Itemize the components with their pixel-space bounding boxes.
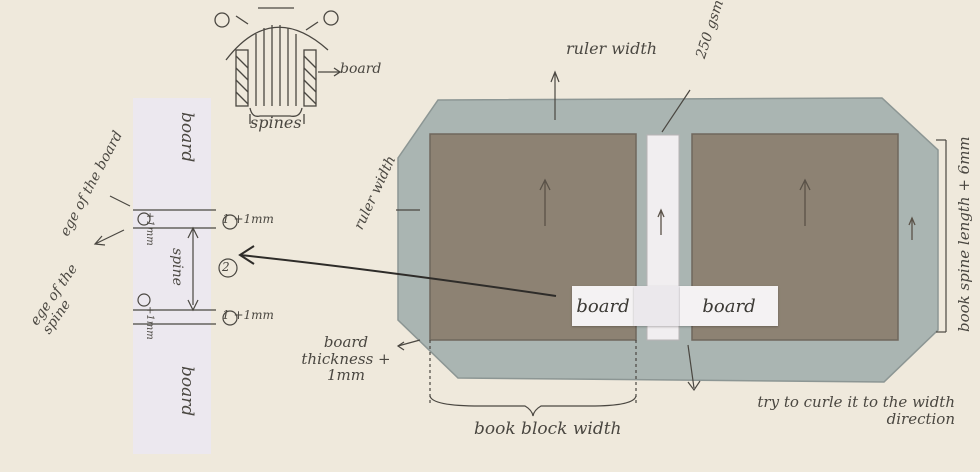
strip-plus1mm-bottom: +1mm [144,306,155,340]
board-label-sketch: board [340,61,382,77]
spines-label: spines [250,113,302,132]
book-block-width-label: book block width [474,419,622,439]
strip-mark-bottom: 1 +1mm [222,308,274,322]
pointer-arrow [238,245,557,297]
strip-marks [93,195,238,326]
book-spine-length-label: book spine length + 6mm [955,136,973,332]
board-card-right: board [680,286,778,326]
board-thickness-label: board thickness + 1mm [301,333,391,384]
board-card-left: board [572,286,634,326]
grain-arrows [539,178,916,240]
strip-mark-top: 1 +1mm [222,212,274,226]
strip-board-top: board [177,112,197,163]
test-strip [133,98,211,454]
ruler-width-top-label: ruler width [566,39,658,58]
strip-board-bottom: board [177,366,197,417]
book-block-width-bracket [396,70,947,417]
spines-sketch [214,7,342,124]
spine-card [634,286,680,326]
strip-spine-label: spine [169,248,185,286]
circle-2-label: 2 [222,260,230,274]
try-to-curl-note: try to curle it to the width direction [757,393,955,428]
strip-plus1mm-top: +1mm [144,212,155,246]
